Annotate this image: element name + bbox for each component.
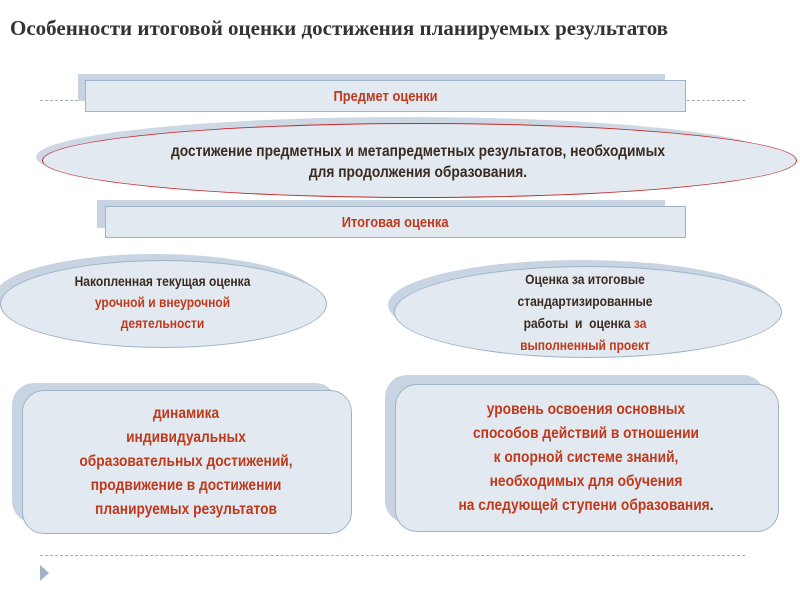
- bullet-triangle-icon: [40, 565, 49, 581]
- left-box-line: динамика: [152, 405, 220, 422]
- subject-header-label: Предмет оценки: [333, 87, 438, 105]
- final-header-box: Итоговая оценка: [105, 206, 686, 238]
- subject-ellipse: [42, 123, 797, 198]
- left-oval: [0, 260, 327, 348]
- subject-text-line: достижение предметных и метапредметных р…: [171, 143, 665, 160]
- right-box-period: .: [709, 497, 714, 514]
- right-oval-line: стандартизированные: [517, 293, 653, 309]
- left-box: [22, 390, 352, 534]
- final-header-label: Итоговая оценка: [342, 213, 449, 231]
- right-oval-text-part: за: [633, 315, 647, 331]
- left-oval-text: Накопленная текущая оценка урочной и вне…: [0, 271, 325, 334]
- right-box-text: уровень освоения основных способов дейст…: [390, 398, 782, 518]
- right-box-line: уровень освоения основных: [486, 401, 686, 418]
- left-box-line: образовательных достижений,: [79, 453, 293, 470]
- left-box-line: продвижение в достижении: [90, 477, 282, 494]
- left-box-line: индивидуальных: [126, 429, 246, 446]
- subject-text-line: для продолжения образования.: [308, 164, 528, 181]
- right-oval: [394, 266, 782, 358]
- right-box-line: способов действий в отношении: [472, 425, 700, 442]
- right-box-line: к опорной системе знаний,: [493, 449, 679, 466]
- subject-header-box: Предмет оценки: [85, 80, 686, 112]
- right-oval-line: Оценка за итоговые: [525, 271, 645, 287]
- right-box: [395, 384, 779, 532]
- right-box-line: на следующей ступени образования.: [417, 494, 754, 518]
- divider-bottom: [40, 555, 745, 556]
- right-oval-text-part: работы и оценка: [523, 315, 634, 331]
- right-oval-line: выполненный проект: [520, 337, 650, 353]
- right-box-text-part: на следующей ступени образования: [458, 497, 710, 514]
- left-oval-line: деятельности: [120, 315, 205, 331]
- right-oval-text: Оценка за итоговые стандартизированные р…: [395, 268, 775, 356]
- slide-title: Особенности итоговой оценки достижения п…: [10, 16, 669, 40]
- left-oval-line: Накопленная текущая оценка: [74, 273, 251, 289]
- left-box-text: динамика индивидуальных образовательных …: [22, 402, 350, 522]
- right-box-line: необходимых для обучения: [489, 473, 683, 490]
- right-oval-line: работы и оценка за: [422, 312, 749, 334]
- left-box-line: планируемых результатов: [95, 501, 277, 518]
- left-oval-line: урочной и внеурочной: [94, 294, 231, 310]
- subject-text: достижение предметных и метапредметных р…: [0, 141, 800, 183]
